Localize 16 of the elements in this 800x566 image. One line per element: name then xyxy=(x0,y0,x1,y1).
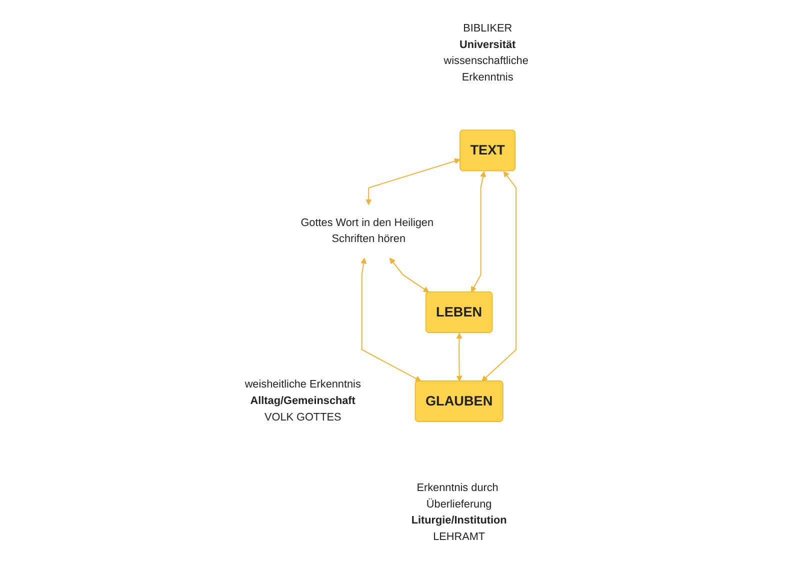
node-label: VOLK GOTTES xyxy=(264,411,342,424)
node-label: BIBLIKER xyxy=(462,22,512,34)
arrow xyxy=(481,171,516,382)
node-label: Erkenntnis durch Überlieferung xyxy=(416,482,498,510)
arrow xyxy=(360,258,422,382)
node-label: Alltag/Gemeinschaft xyxy=(250,395,356,407)
node-text: Gottes Wort in den Heiligen Schriften hören xyxy=(300,217,434,245)
arrow xyxy=(389,258,429,292)
node-label: LEHRAMT xyxy=(432,531,485,543)
node-label: Liturgie/Institution xyxy=(411,514,507,526)
arrow xyxy=(365,158,460,206)
arrow xyxy=(456,332,462,382)
arrow xyxy=(470,171,486,292)
node-label: weisheitliche Erkenntnis xyxy=(244,378,361,390)
node-label: Universität xyxy=(459,38,516,51)
node-label: wissenschaftliche Erkenntnis xyxy=(444,55,528,84)
